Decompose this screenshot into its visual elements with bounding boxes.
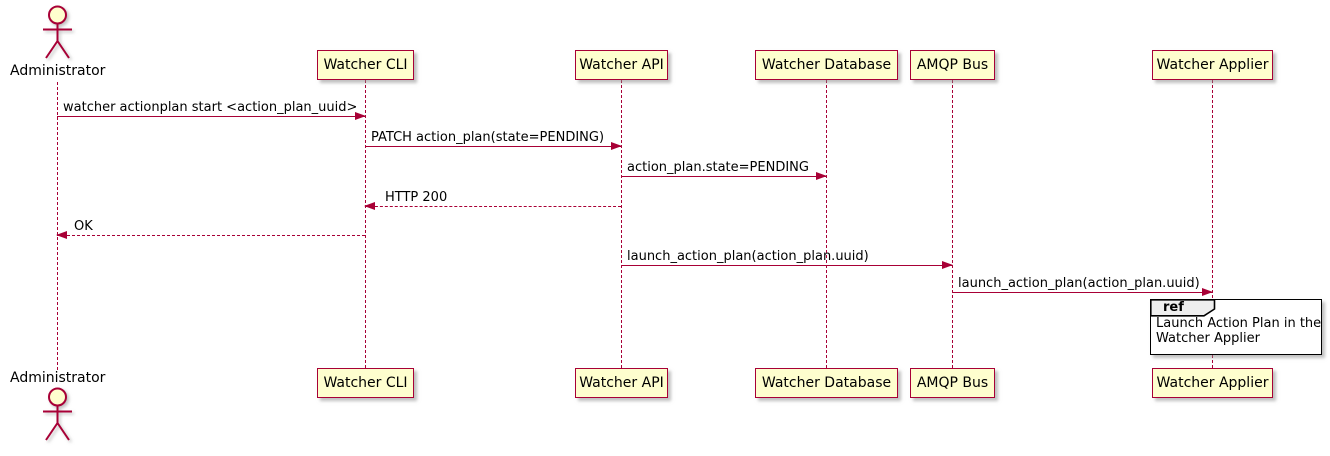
message-label: launch_action_plan(action_plan.uuid) <box>958 276 1200 291</box>
lifeline-watcher-api <box>621 80 622 368</box>
arrowhead-icon <box>611 141 622 150</box>
participant-bottom-watcher-api: Watcher API <box>575 368 668 398</box>
ref-text-line1: Launch Action Plan in the <box>1156 316 1322 331</box>
message-line <box>364 201 621 210</box>
participant-bottom-amqp-bus: AMQP Bus <box>910 368 995 398</box>
participant-label: Watcher Applier <box>1156 375 1269 391</box>
actor-label-bottom: Administrator <box>10 370 106 386</box>
message-line <box>56 230 365 239</box>
arrowhead-icon <box>1202 287 1213 296</box>
message-line <box>621 171 827 180</box>
ref-header-pentagon-icon <box>1150 299 1216 317</box>
arrowhead-icon <box>364 201 375 210</box>
participant-label: Watcher Database <box>761 57 892 73</box>
message-line <box>952 287 1213 296</box>
actor-label-top: Administrator <box>10 63 106 79</box>
participant-label: Watcher Database <box>761 375 892 391</box>
actor-figure-icon <box>43 5 72 59</box>
participant-label: AMQP Bus <box>916 57 989 73</box>
participant-label: Watcher CLI <box>323 375 408 391</box>
participant-label: AMQP Bus <box>916 375 989 391</box>
arrowhead-icon <box>355 111 366 120</box>
message-label: launch_action_plan(action_plan.uuid) <box>627 249 869 264</box>
message-line <box>365 141 622 150</box>
participant-label: Watcher API <box>579 375 664 391</box>
participant-label: Watcher CLI <box>323 57 408 73</box>
actor-figure-icon <box>43 387 72 441</box>
arrowhead-icon <box>816 171 827 180</box>
message-label: PATCH action_plan(state=PENDING) <box>371 130 605 145</box>
lifeline-watcher-applier <box>1212 80 1213 368</box>
arrowhead-icon <box>942 260 953 269</box>
ref-fragment: ref Launch Action Plan in the Watcher Ap… <box>1150 299 1322 355</box>
ref-keyword: ref <box>1163 300 1184 315</box>
message-label: OK <box>74 219 93 234</box>
participant-top-watcher-cli: Watcher CLI <box>317 50 414 80</box>
message-label: action_plan.state=PENDING <box>627 160 809 175</box>
participant-bottom-watcher-applier: Watcher Applier <box>1152 368 1273 398</box>
lifeline-watcher-cli <box>365 80 366 368</box>
message-line <box>57 111 366 120</box>
message-label: watcher actionplan start <action_plan_uu… <box>63 100 358 115</box>
ref-text-line2: Watcher Applier <box>1156 331 1260 346</box>
participant-bottom-watcher-cli: Watcher CLI <box>317 368 414 398</box>
participant-top-watcher-applier: Watcher Applier <box>1152 50 1273 80</box>
lifeline-amqp-bus <box>952 80 953 368</box>
participant-bottom-watcher-database: Watcher Database <box>755 368 898 398</box>
participant-top-watcher-api: Watcher API <box>575 50 668 80</box>
message-line <box>621 260 953 269</box>
lifeline-watcher-database <box>826 80 827 368</box>
participant-top-watcher-database: Watcher Database <box>755 50 898 80</box>
ref-text: Launch Action Plan in the Watcher Applie… <box>1156 316 1321 346</box>
message-label: HTTP 200 <box>385 190 448 205</box>
lifeline-administrator <box>57 82 58 370</box>
arrowhead-icon <box>56 230 67 239</box>
participant-label: Watcher Applier <box>1156 57 1269 73</box>
participant-top-amqp-bus: AMQP Bus <box>910 50 995 80</box>
participant-label: Watcher API <box>579 57 664 73</box>
